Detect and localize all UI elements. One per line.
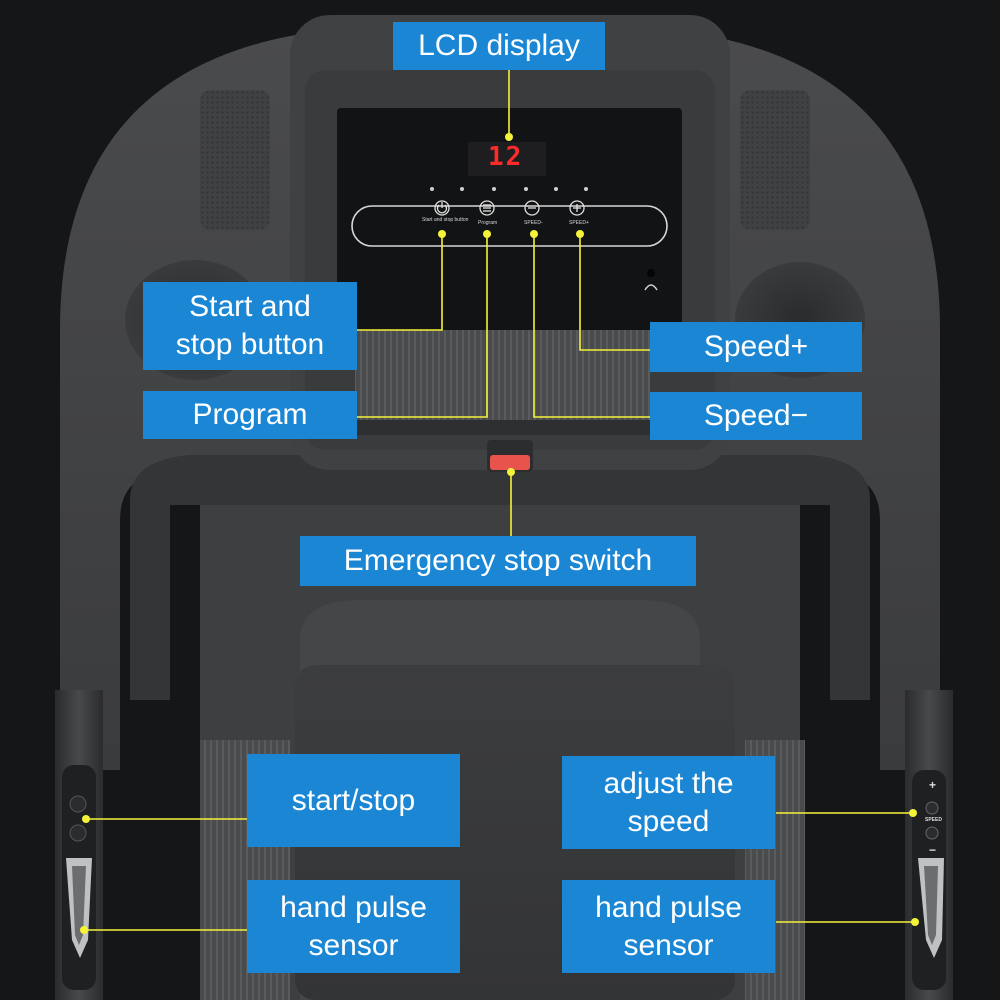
grip-speed: SPEED xyxy=(925,817,942,823)
lcd-readout: 12 xyxy=(488,142,524,172)
program-caption: Program xyxy=(478,220,498,226)
label-program: Program xyxy=(143,391,357,439)
leader-dots xyxy=(80,133,919,934)
label-emergency-stop: Emergency stop switch xyxy=(300,536,696,586)
label-start-stop: start/stop xyxy=(247,754,460,847)
label-start-stop-button: Start and stop button xyxy=(143,282,357,370)
label-hand-pulse-left: hand pulse sensor xyxy=(247,880,460,973)
leader-lines xyxy=(84,70,915,931)
start-stop-caption: Start and stop button xyxy=(422,217,469,223)
label-lcd-display: LCD display xyxy=(393,22,605,70)
speed-minus-caption: SPEED- xyxy=(524,220,543,226)
grip-minus[interactable]: − xyxy=(929,843,937,857)
label-adjust-speed: adjust the speed xyxy=(562,756,775,849)
label-hand-pulse-right: hand pulse sensor xyxy=(562,880,775,973)
label-speed-plus: Speed+ xyxy=(650,322,862,372)
label-speed-minus: Speed− xyxy=(650,392,862,440)
grip-plus[interactable]: + xyxy=(929,778,937,792)
speed-plus-caption: SPEED+ xyxy=(569,220,589,226)
